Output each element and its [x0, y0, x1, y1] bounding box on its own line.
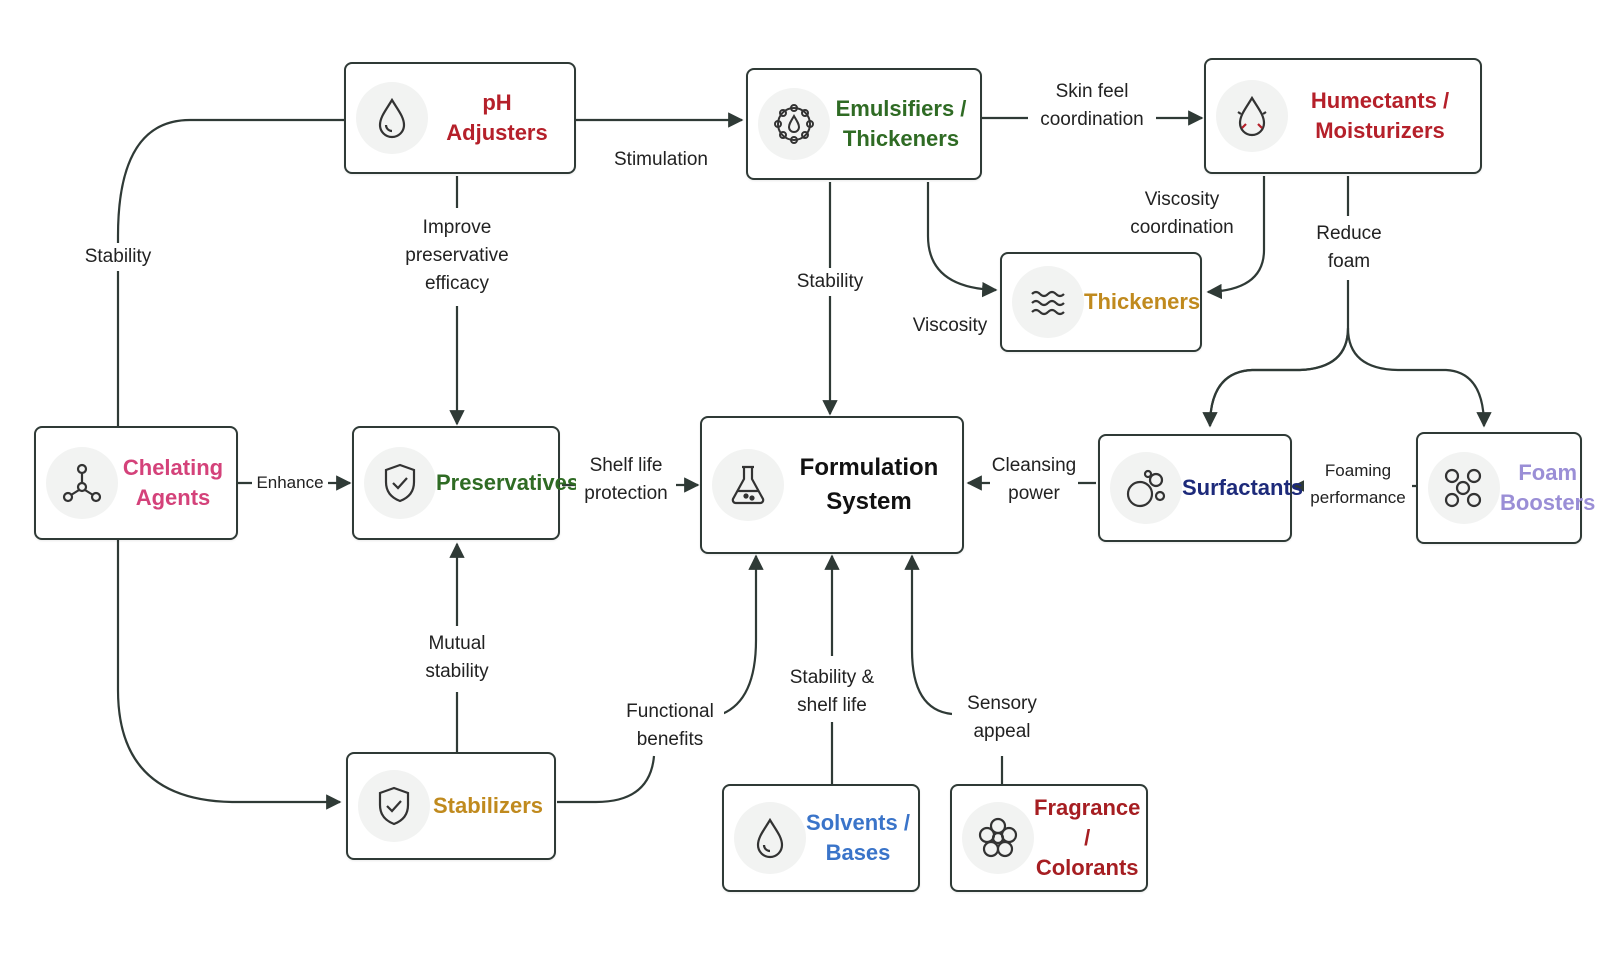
- edge-label-enhance: Enhance: [252, 469, 328, 497]
- node-stabilizers[interactable]: Stabilizers: [346, 752, 556, 860]
- node-surfactants[interactable]: Surfactants: [1098, 434, 1303, 542]
- edge-viscosity: [926, 182, 998, 298]
- node-chelating-agents[interactable]: Chelating Agents: [34, 426, 238, 540]
- waves-icon: [1012, 266, 1084, 338]
- edge-label-stability-shelf: Stability & shelf life: [776, 664, 888, 720]
- edge-label-improve-preservative: Improve preservative efficacy: [392, 214, 522, 298]
- foam-circles-icon: [1428, 452, 1500, 524]
- node-preservatives[interactable]: Preservatives: [352, 426, 579, 540]
- edge-reduce-foam: [1208, 176, 1484, 426]
- edge-sensory: [912, 556, 1004, 784]
- edge-label-reduce-foam: Reduce foam: [1304, 220, 1394, 276]
- edge-functional: [557, 556, 756, 804]
- droplet-icon: [356, 82, 428, 154]
- node-thickeners[interactable]: Thickeners: [1000, 252, 1202, 352]
- molecule-icon: [46, 447, 118, 519]
- node-label: Chelating Agents: [122, 455, 224, 510]
- node-label: Emulsifiers / Thickeners: [835, 96, 967, 151]
- edge-label-stimulation: Stimulation: [606, 146, 716, 174]
- edge-label-stability-center: Stability: [786, 268, 874, 296]
- flask-icon: [712, 449, 784, 521]
- node-label: Solvents / Bases: [806, 810, 910, 865]
- emulsion-icon: [758, 88, 830, 160]
- edge-label-stability-left: Stability: [74, 243, 162, 271]
- node-label: Formulation System: [799, 454, 939, 515]
- edge-label-mutual-stability: Mutual stability: [410, 630, 504, 686]
- bubbles-icon: [1110, 452, 1182, 524]
- node-formulation-system[interactable]: Formulation System: [700, 416, 964, 554]
- edge-viscosity-coordination: [1206, 176, 1266, 300]
- node-solvents-bases[interactable]: Solvents / Bases: [722, 784, 920, 892]
- node-foam-boosters[interactable]: Foam Boosters: [1416, 432, 1595, 544]
- edge-label-shelf-life: Shelf life protection: [576, 452, 676, 508]
- edge-label-viscosity: Viscosity: [906, 312, 994, 340]
- edge-chelating-stabilizers: [116, 540, 342, 810]
- node-label: Surfactants: [1182, 475, 1304, 500]
- edge-label-skin-feel: Skin feel coordination: [1028, 78, 1156, 134]
- node-label: Thickeners: [1084, 289, 1201, 314]
- moisture-drop-icon: [1216, 80, 1288, 152]
- shield-check-icon: [358, 770, 430, 842]
- node-humectants-moisturizers[interactable]: Humectants / Moisturizers: [1204, 58, 1482, 174]
- node-label: Fragrance / Colorants: [1034, 795, 1141, 880]
- node-label: Humectants / Moisturizers: [1310, 88, 1450, 143]
- edge-label-functional: Functional benefits: [616, 698, 724, 754]
- edge-stability-left: [116, 118, 344, 426]
- flower-icon: [962, 802, 1034, 874]
- node-label: Stabilizers: [432, 793, 544, 818]
- edge-label-cleansing: Cleansing power: [990, 452, 1078, 508]
- node-label: pH Adjusters: [446, 90, 548, 145]
- node-ph-adjusters[interactable]: pH Adjusters: [344, 62, 576, 174]
- node-emulsifiers-thickeners[interactable]: Emulsifiers / Thickeners: [746, 68, 982, 180]
- edge-label-foaming: Foaming performance: [1304, 457, 1412, 511]
- droplet-icon: [734, 802, 806, 874]
- shield-check-icon: [364, 447, 436, 519]
- edge-label-sensory: Sensory appeal: [952, 690, 1052, 746]
- node-fragrance-colorants[interactable]: Fragrance / Colorants: [950, 784, 1148, 892]
- edge-label-viscosity-coordination: Viscosity coordination: [1114, 186, 1250, 242]
- node-label: Foam Boosters: [1500, 460, 1596, 515]
- node-label: Preservatives: [436, 470, 580, 495]
